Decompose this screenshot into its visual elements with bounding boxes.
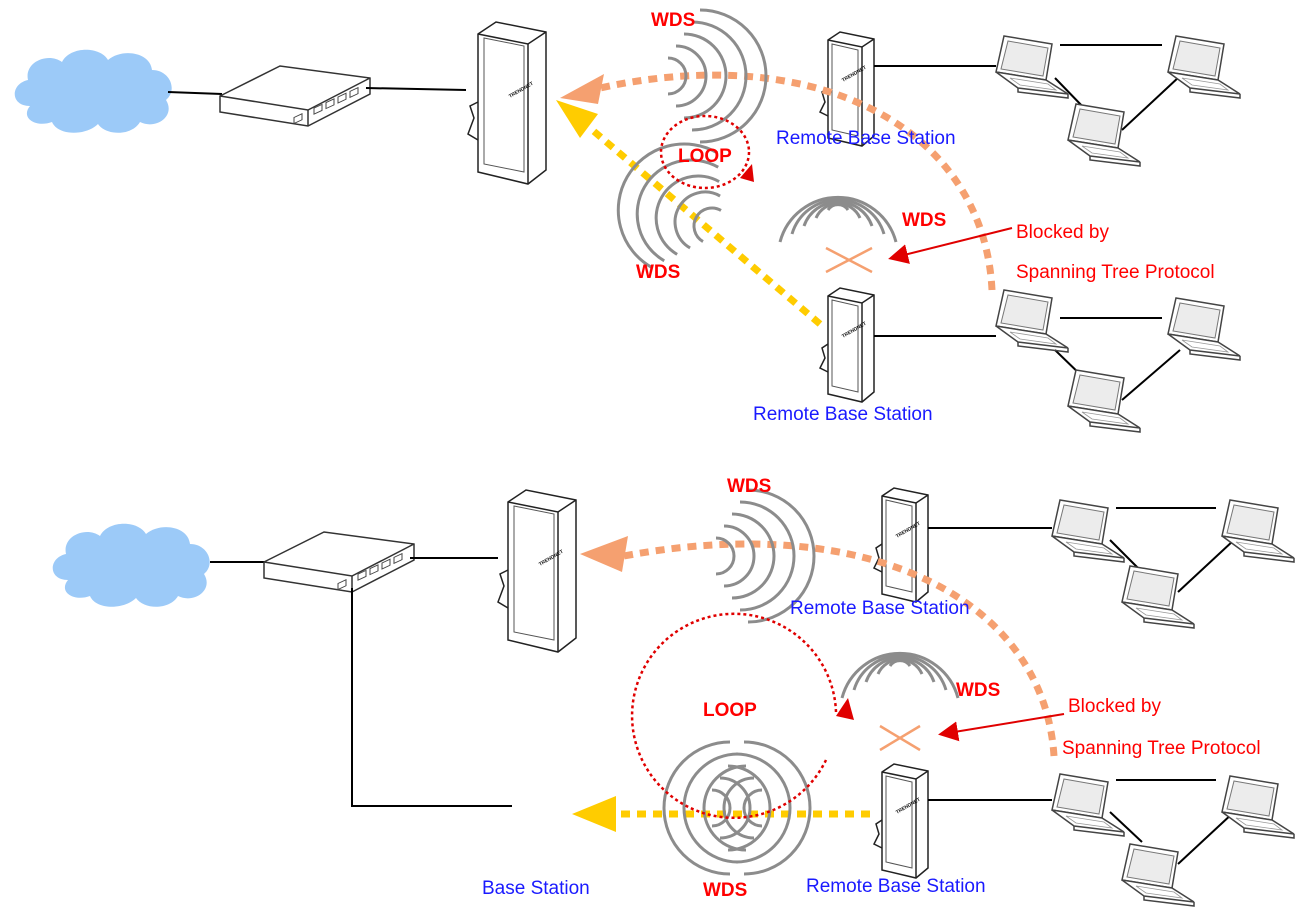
switch-base-station-link xyxy=(351,588,512,807)
orange-wds-link xyxy=(623,540,1058,757)
cloud-icon xyxy=(52,523,210,607)
laptop-icon xyxy=(995,35,1069,99)
wireless-wave-icon xyxy=(840,651,960,700)
blocked-by-label: Blocked by xyxy=(1016,222,1109,243)
remote-base-station-label: Remote Base Station xyxy=(753,404,933,425)
laptop-icon xyxy=(1067,103,1141,167)
laptop-icon xyxy=(1167,35,1241,99)
orange-wds-link xyxy=(599,71,996,291)
blocked-x-icon xyxy=(879,724,921,752)
spanning-tree-label: Spanning Tree Protocol xyxy=(1062,738,1261,759)
access-point-icon xyxy=(819,287,875,403)
wds-label: WDS xyxy=(956,680,1000,701)
remote-base-station-label: Remote Base Station xyxy=(806,876,986,897)
switch-icon xyxy=(263,531,415,593)
wds-label: WDS xyxy=(902,210,946,231)
loop-ring xyxy=(630,612,838,820)
base-station-label: Base Station xyxy=(482,878,590,899)
access-point-icon xyxy=(873,487,929,603)
laptop-icon xyxy=(1121,843,1195,907)
loop-label: LOOP xyxy=(678,146,732,167)
laptop-icon xyxy=(995,289,1069,353)
laptop-icon xyxy=(1067,369,1141,433)
laptop-icon xyxy=(1051,499,1125,563)
loop-arrowhead xyxy=(740,164,754,182)
orange-arrowhead xyxy=(580,536,628,572)
wds-label: WDS xyxy=(636,262,680,283)
remote-base-station-label: Remote Base Station xyxy=(776,128,956,149)
access-point-icon xyxy=(497,489,577,653)
wireless-wave-icon xyxy=(592,118,747,285)
cloud-icon xyxy=(14,49,172,133)
wireless-wave-icon xyxy=(778,195,898,244)
switch-ap-link xyxy=(365,87,467,91)
blocked-pointer-arrow xyxy=(888,227,1013,264)
switch-icon xyxy=(219,65,371,127)
wds-label: WDS xyxy=(727,476,771,497)
blocked-pointer-arrow xyxy=(938,713,1065,742)
orange-arrowhead xyxy=(560,74,604,104)
loop-arrowhead xyxy=(836,698,854,720)
access-point-icon xyxy=(467,21,547,185)
blocked-by-label: Blocked by xyxy=(1068,696,1161,717)
blocked-x-icon xyxy=(825,246,873,274)
laptop-icon xyxy=(1121,565,1195,629)
access-point-icon xyxy=(873,763,929,879)
wds-label: WDS xyxy=(651,10,695,31)
yellow-arrowhead xyxy=(572,796,616,832)
loop-ring xyxy=(659,114,751,190)
laptop-icon xyxy=(1221,775,1295,839)
wireless-wave-icon xyxy=(710,740,812,876)
yellow-wds-link xyxy=(587,125,823,327)
loop-label: LOOP xyxy=(703,700,757,721)
wds-label: WDS xyxy=(703,880,747,901)
yellow-arrowhead xyxy=(556,100,598,138)
cloud-switch-link xyxy=(167,91,223,95)
bottom-scenario: TRENDNET TRENDNET TRENDNET xyxy=(52,476,1295,907)
top-scenario: TRENDNET TRENDNET TRENDNET xyxy=(14,8,1241,433)
remote-base-station-label: Remote Base Station xyxy=(790,598,970,619)
laptop-icon xyxy=(1221,499,1295,563)
wireless-wave-icon xyxy=(662,740,764,876)
spanning-tree-label: Spanning Tree Protocol xyxy=(1016,262,1215,283)
laptop-icon xyxy=(1051,773,1125,837)
